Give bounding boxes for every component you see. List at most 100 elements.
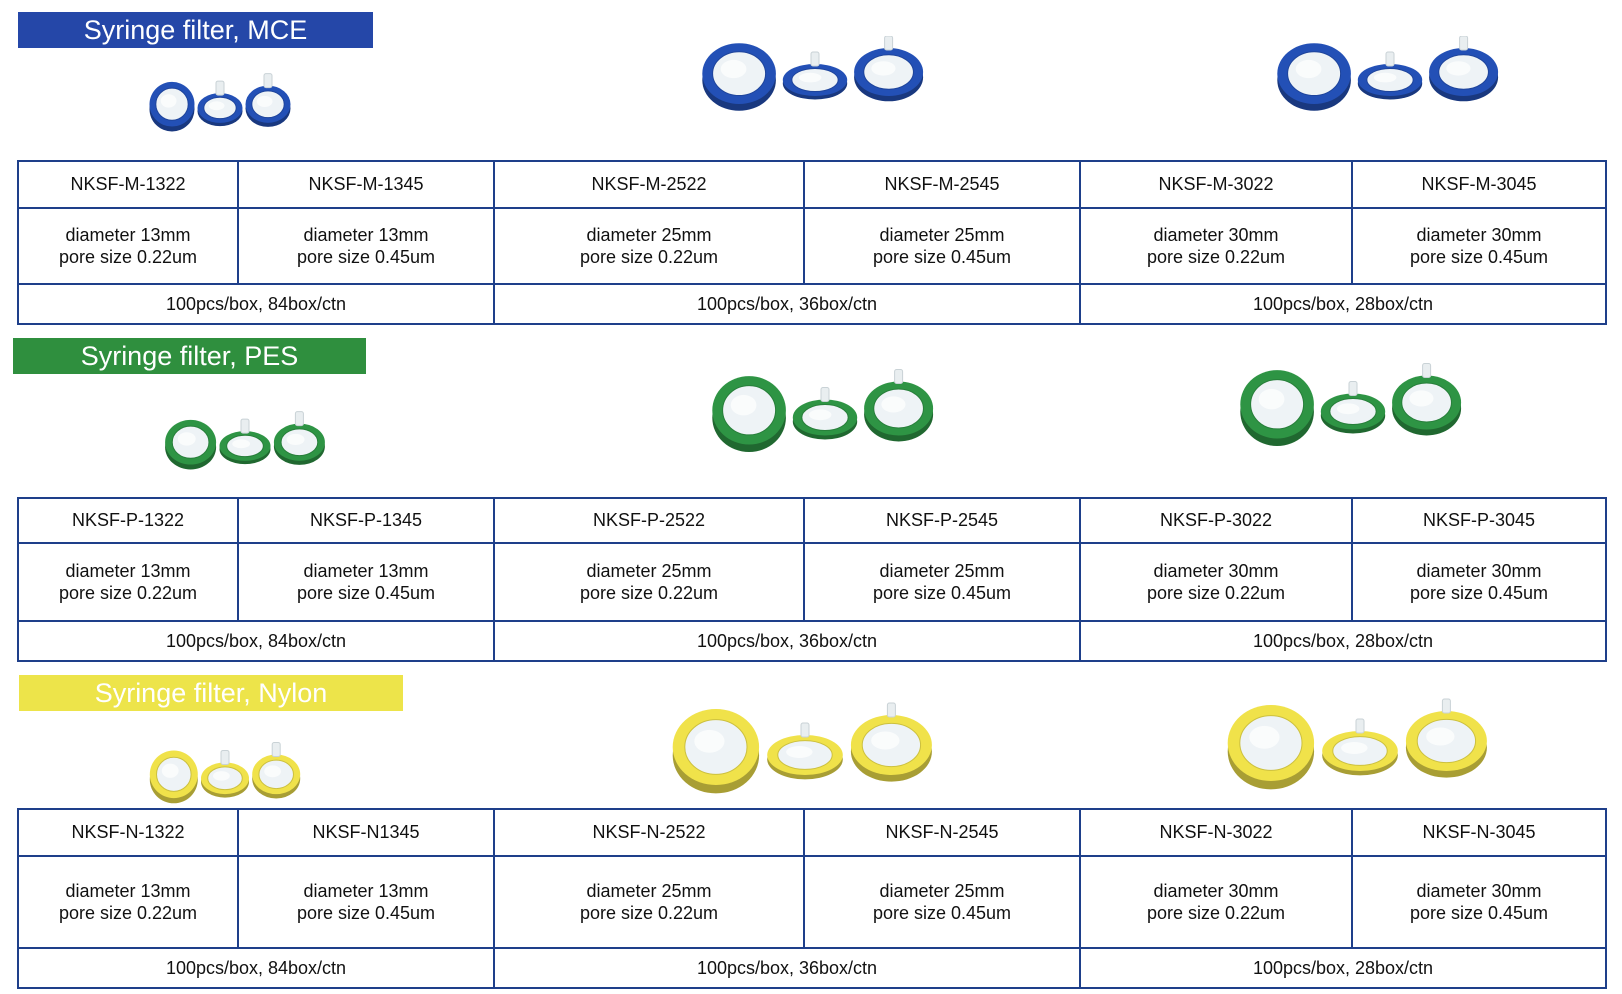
diameter-text: diameter 30mm [1416,225,1542,245]
filter-disc [1240,370,1314,447]
spec-table-pes: NKSF-P-1322 NKSF-P-1345 NKSF-P-2522 NKSF… [17,497,1607,662]
filter-image-pes-25mm [710,368,940,458]
filter-disc [197,80,243,127]
spec-table-mce: NKSF-M-1322 NKSF-M-1345 NKSF-M-2522 NKSF… [17,160,1607,325]
filter-disc [245,73,291,127]
filter-disc [782,51,848,100]
filter-disc [767,722,843,780]
diameter-text: diameter 25mm [586,881,712,901]
banner-nylon: Syringe filter, Nylon [19,675,403,711]
filter-disc [1429,36,1499,102]
packing-cell: 100pcs/box, 84box/ctn [17,620,495,662]
diameter-text: diameter 30mm [1153,881,1279,901]
banner-mce: Syringe filter, MCE [18,12,373,48]
filter-disc [1322,718,1398,776]
pore-size-text: pore size 0.22um [58,583,198,603]
packing-cell: 100pcs/box, 84box/ctn [17,947,495,989]
filter-disc [219,418,271,465]
filter-disc [792,387,858,440]
model-cell: NKSF-P-2545 [803,497,1081,544]
packing-cell: 100pcs/box, 28box/ctn [1079,947,1607,989]
pore-size-text: pore size 0.22um [579,903,719,923]
pore-size-text: pore size 0.45um [1409,903,1549,923]
model-cell: NKSF-M-1322 [17,160,239,209]
filter-disc [1405,698,1487,778]
spec-table-nylon: NKSF-N-1322 NKSF-N1345 NKSF-N-2522 NKSF-… [17,808,1607,989]
filter-disc [702,43,776,111]
packing-cell: 100pcs/box, 36box/ctn [493,283,1081,325]
model-cell: NKSF-N-2545 [803,808,1081,857]
pore-size-text: pore size 0.22um [579,247,719,267]
pore-size-text: pore size 0.45um [872,583,1012,603]
packing-cell: 100pcs/box, 36box/ctn [493,620,1081,662]
filter-disc [854,36,924,102]
filter-image-pes-30mm [1238,362,1468,452]
diameter-text: diameter 30mm [1416,561,1542,581]
filter-disc [850,702,932,782]
diameter-text: diameter 13mm [65,881,191,901]
pore-size-text: pore size 0.45um [1409,583,1549,603]
diameter-text: diameter 30mm [1153,561,1279,581]
pore-size-text: pore size 0.45um [296,247,436,267]
filter-disc [864,369,934,442]
pore-size-text: pore size 0.45um [296,583,436,603]
banner-pes: Syringe filter, PES [13,338,366,374]
model-cell: NKSF-M-1345 [237,160,495,209]
pore-size-text: pore size 0.45um [1409,247,1549,267]
pore-size-text: pore size 0.45um [872,247,1012,267]
model-cell: NKSF-N-1322 [17,808,239,857]
diameter-text: diameter 13mm [303,881,429,901]
diameter-text: diameter 25mm [879,881,1005,901]
model-cell: NKSF-M-2545 [803,160,1081,209]
pore-size-text: pore size 0.45um [296,903,436,923]
filter-disc [1357,51,1423,100]
model-cell: NKSF-N-2522 [493,808,805,857]
filter-image-pes-13mm [160,410,330,472]
diameter-text: diameter 13mm [65,561,191,581]
filter-disc [252,742,301,799]
diameter-text: diameter 13mm [303,225,429,245]
model-cell: NKSF-M-3022 [1079,160,1353,209]
pore-size-text: pore size 0.22um [1146,247,1286,267]
diameter-text: diameter 30mm [1416,881,1542,901]
filter-image-mce-25mm [700,36,930,116]
filter-disc [273,411,325,465]
pore-size-text: pore size 0.45um [872,903,1012,923]
model-cell: NKSF-P-1345 [237,497,495,544]
pore-size-text: pore size 0.22um [579,583,719,603]
filter-image-mce-13mm [145,72,295,134]
model-cell: NKSF-N-3045 [1351,808,1607,857]
pore-size-text: pore size 0.22um [58,247,198,267]
diameter-text: diameter 13mm [303,561,429,581]
diameter-text: diameter 30mm [1153,225,1279,245]
pore-size-text: pore size 0.22um [1146,903,1286,923]
filter-disc [712,376,786,453]
filter-image-nylon-13mm [145,740,305,806]
filter-disc [1277,43,1351,111]
packing-cell: 100pcs/box, 28box/ctn [1079,283,1607,325]
filter-disc [149,81,195,132]
diameter-text: diameter 25mm [879,561,1005,581]
filter-disc [201,749,249,798]
filter-disc [1320,381,1386,434]
model-cell: NKSF-P-1322 [17,497,239,544]
packing-cell: 100pcs/box, 28box/ctn [1079,620,1607,662]
filter-image-nylon-25mm [670,700,940,800]
